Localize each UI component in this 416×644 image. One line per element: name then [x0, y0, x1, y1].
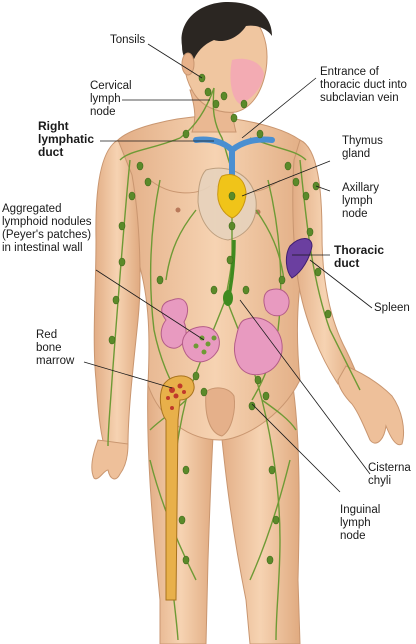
spleen: [285, 238, 313, 279]
subclavian-veins: [193, 136, 275, 179]
label-spleen: Spleen: [374, 302, 410, 314]
femur-bone-marrow: [159, 375, 195, 601]
leader-lines: [83, 43, 373, 493]
cisterna-chyli: [223, 290, 233, 306]
label-tonsils: Tonsils: [110, 34, 146, 46]
intestines: [160, 288, 290, 376]
